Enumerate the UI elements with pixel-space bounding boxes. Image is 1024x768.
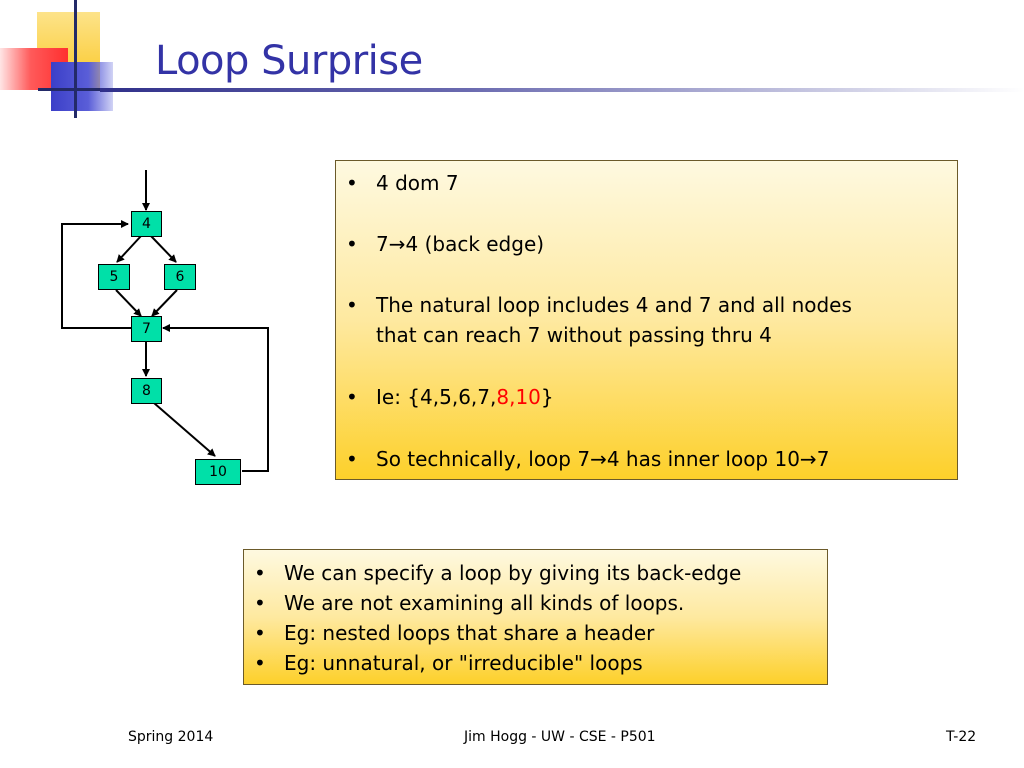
bullet-text: 4 dom 7 xyxy=(376,171,459,195)
node-label: 5 xyxy=(109,269,119,285)
edge-4-6 xyxy=(150,235,177,263)
edge-5-7 xyxy=(115,289,142,317)
footer-date: Spring 2014 xyxy=(128,729,214,745)
set-suffix: } xyxy=(540,385,554,409)
edge-10-7-back xyxy=(162,324,269,472)
edge-8-10 xyxy=(153,402,216,457)
bullet-text: We are not examining all kinds of loops. xyxy=(284,591,685,615)
node-label: 6 xyxy=(175,269,185,285)
logo-blue-square xyxy=(51,62,113,111)
logo-vertical-line xyxy=(74,0,77,118)
bullet-dot: • xyxy=(346,293,358,317)
bullet-dot: • xyxy=(346,171,358,195)
notes-box: • We can specify a loop by giving its ba… xyxy=(243,549,828,685)
bullet-dot: • xyxy=(346,232,358,256)
bullet-dot: • xyxy=(254,561,266,585)
node-label: 10 xyxy=(209,464,227,480)
edge-4-5 xyxy=(116,235,142,263)
footer-author: Jim Hogg - UW - CSE - P501 xyxy=(464,729,656,745)
cfg-node-10: 10 xyxy=(195,459,241,485)
title-underline xyxy=(100,88,1024,92)
explanation-box: • 4 dom 7 • 7→4 (back edge) • The natura… xyxy=(335,160,958,480)
cfg-node-4: 4 xyxy=(131,211,162,237)
bullet-dot: • xyxy=(254,621,266,645)
bullet-text: Eg: unnatural, or "irreducible" loops xyxy=(284,651,643,675)
cfg-node-5: 5 xyxy=(98,264,130,290)
bullet-text: So technically, loop 7→4 has inner loop … xyxy=(376,447,830,471)
bullet-dot: • xyxy=(346,447,358,471)
edge-7-4-back xyxy=(61,220,131,329)
bullet-text: Eg: nested loops that share a header xyxy=(284,621,655,645)
bullet-text: 7→4 (back edge) xyxy=(376,232,545,256)
bullet-dot: • xyxy=(346,385,358,409)
node-label: 7 xyxy=(142,321,151,337)
bullet-text: that can reach 7 without passing thru 4 xyxy=(376,323,772,347)
node-label: 8 xyxy=(142,383,151,399)
set-prefix: Ie: {4,5,6,7, xyxy=(376,385,497,409)
cfg-node-8: 8 xyxy=(131,378,162,404)
node-label: 4 xyxy=(142,216,151,232)
bullet-text: The natural loop includes 4 and 7 and al… xyxy=(376,293,852,317)
logo-horizontal-line xyxy=(38,88,124,91)
slide-title: Loop Surprise xyxy=(155,38,423,84)
bullet-dot: • xyxy=(254,651,266,675)
cfg-node-6: 6 xyxy=(164,264,196,290)
footer-slide-number: T-22 xyxy=(946,729,977,745)
bullet-text: We can specify a loop by giving its back… xyxy=(284,561,742,585)
set-highlight: 8,10 xyxy=(496,385,541,409)
bullet-text: Ie: {4,5,6,7,8,10} xyxy=(376,382,554,412)
edge-6-7 xyxy=(151,289,178,317)
bullet-dot: • xyxy=(254,591,266,615)
cfg-node-7: 7 xyxy=(131,316,162,342)
